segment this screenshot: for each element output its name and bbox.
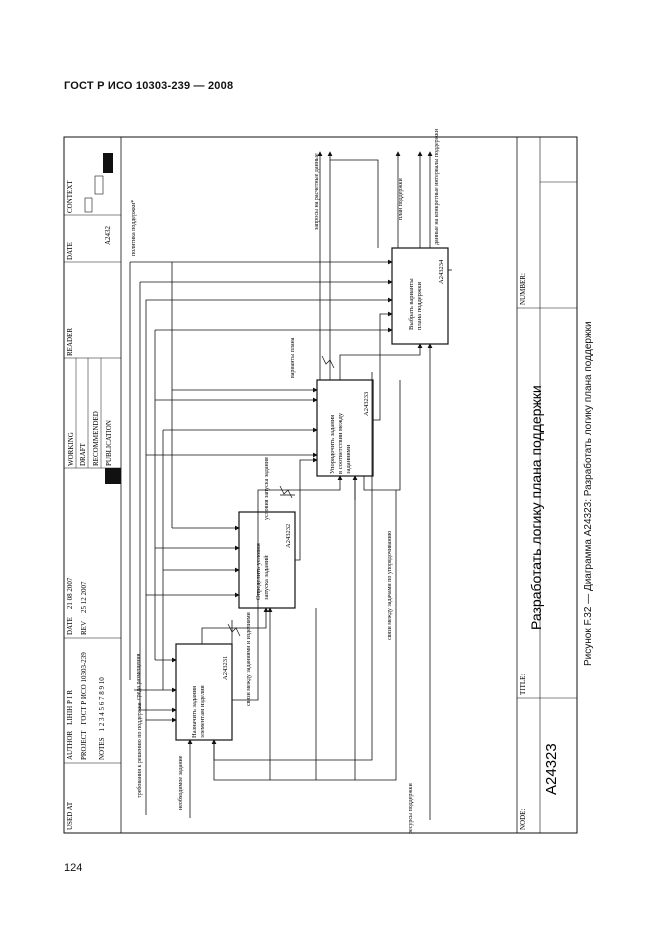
context-label: CONTEXT: [66, 180, 74, 213]
box3-label-line3: заданиями: [345, 444, 352, 474]
box1-code: A243231: [222, 656, 229, 680]
node-value: A24323: [543, 743, 560, 795]
context-node: A2432: [104, 225, 112, 245]
reader-date-label: DATE: [66, 242, 74, 260]
status-working: WORKING: [67, 432, 75, 466]
figure-caption: Рисунок F.32 — Диаграмма A24323: Разрабо…: [583, 321, 594, 666]
label-in-main: требования к решению по поддержке: [136, 702, 143, 798]
box-a243233: [316, 379, 374, 477]
box4-label-line1: Выбрать варианты: [408, 278, 415, 330]
label-ctrl-plan: политика поддержки*: [131, 200, 137, 256]
reader-label: READER: [66, 328, 74, 356]
box1-label-line2: элементам изделия: [199, 685, 206, 738]
title-label: TITLE:: [519, 674, 527, 695]
diagram-frame: [63, 136, 578, 834]
box2-label-line2: запуска заданий: [263, 555, 270, 600]
rev-label: REV25 12 2007: [80, 581, 88, 635]
notes-label: NOTES1 2 3 4 5 6 7 8 9 10: [98, 677, 106, 760]
label-out-variants: варианты плана: [290, 337, 296, 378]
figure-caption-wrap: Рисунок F.32 — Диаграмма A24323: Разрабо…: [580, 304, 594, 666]
label-out-plan-info: данные на конкретные интервалы поддержки: [434, 128, 440, 245]
label-out-data-request: запросы на расчетные данные: [314, 153, 320, 230]
node-label: NODE:: [519, 809, 527, 830]
label-in-task: необходимое задание: [177, 755, 184, 810]
box1-label-line1: Назначить задания: [191, 686, 198, 738]
box4-code: A243234: [438, 259, 445, 284]
used-at-label: USED AT: [66, 801, 74, 830]
label-mech: ресурсы поддержки: [408, 783, 414, 834]
box3-label-line2: в соответствии между: [337, 412, 344, 474]
status-recommended: RECOMMENDED: [92, 411, 100, 466]
status-publication: PUBLICATION: [105, 420, 113, 466]
diagram-title: Разработать логику плана поддержки: [528, 385, 544, 630]
label-ctrl-struct: среда размещения: [136, 653, 142, 700]
project-label: PROJECTГОСТ Р ИСО 10303-239: [80, 652, 88, 760]
box3-code: A243233: [363, 392, 370, 416]
page-number: 124: [64, 862, 83, 874]
label-out-task-links: связи между заданиями и изделиями: [246, 611, 252, 706]
box4-label-line2: плана поддержки: [416, 281, 423, 330]
label-out-conditions: условия запуска задания: [264, 457, 270, 520]
box-a243231: [175, 643, 233, 741]
box3-label-line1: Упорядочить задания: [329, 415, 336, 474]
author-label: AUTHORLIHIH P I R: [66, 690, 74, 760]
status-draft: DRAFT: [79, 442, 87, 466]
date-label: DATE21 08 2007: [66, 577, 74, 635]
label-ctrl-task-seq: связи между задачами по упорядочиванию: [387, 530, 393, 640]
box2-code: A243232: [285, 524, 292, 548]
label-out-plan-logic: план поддержки: [398, 178, 404, 220]
box-a243234: [391, 247, 449, 345]
box2-label-line1: Определить условия: [255, 543, 262, 600]
box-a243232: [238, 511, 296, 609]
number-label: NUMBER:: [519, 273, 527, 305]
document-header: ГОСТ Р ИСО 10303-239 — 2008: [64, 80, 234, 92]
